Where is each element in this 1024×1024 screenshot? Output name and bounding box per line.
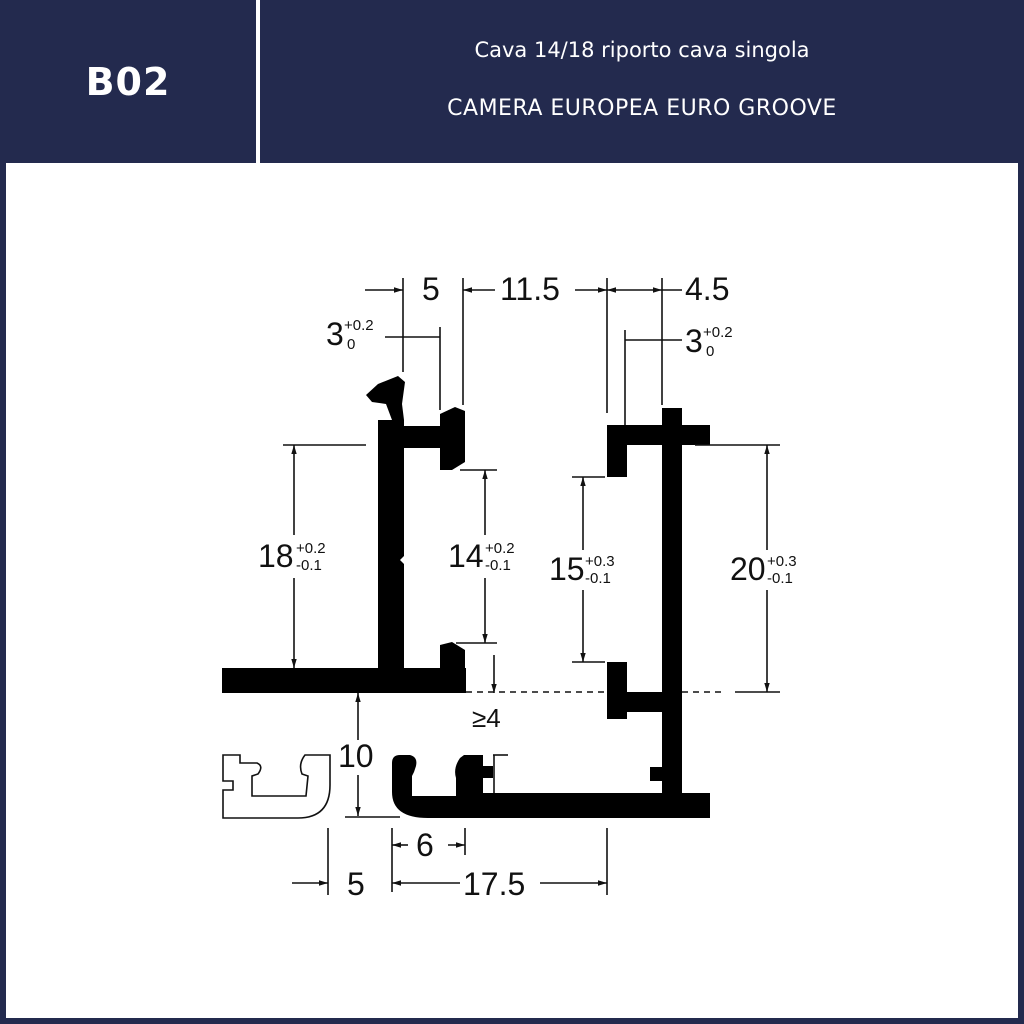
dim-height-14-tol-upper: +0.2 xyxy=(485,540,515,557)
dim-offset-5: 5 xyxy=(347,866,365,902)
dim-min-gap: ≥4 xyxy=(472,703,501,733)
technical-drawing: 5 11.5 4.5 3 +0.2 0 3 +0.2 0 18 +0.2 -0.… xyxy=(222,271,797,902)
dim-groove-right-tol-upper: +0.2 xyxy=(703,324,733,341)
dim-width-17-5: 17.5 xyxy=(463,866,525,902)
dim-right-width: 4.5 xyxy=(685,271,729,307)
dim-height-18-tol-lower: -0.1 xyxy=(296,557,322,574)
outline-profile xyxy=(222,754,331,819)
dim-groove-left-value: 3 xyxy=(326,316,344,352)
title-category: CAMERA EUROPEA EURO GROOVE xyxy=(447,96,837,121)
dim-height-15-value: 15 xyxy=(549,551,585,587)
dim-left-width: 5 xyxy=(422,271,440,307)
dim-height-14-tol-lower: -0.1 xyxy=(485,557,511,574)
dim-height-20-value: 20 xyxy=(730,551,766,587)
dim-height-18-value: 18 xyxy=(258,538,294,574)
dim-height-20-tol-upper: +0.3 xyxy=(767,553,797,570)
dimension-lines xyxy=(283,278,780,895)
dim-groove-right-value: 3 xyxy=(685,323,703,359)
dim-gap: 11.5 xyxy=(500,271,560,307)
title-block: Cava 14/18 riporto cava singola CAMERA E… xyxy=(260,0,1024,163)
header-divider xyxy=(256,0,260,163)
title-description: Cava 14/18 riporto cava singola xyxy=(474,38,810,62)
dim-height-20-tol-lower: -0.1 xyxy=(767,570,793,587)
dim-height-14-value: 14 xyxy=(448,538,484,574)
right-profile xyxy=(480,408,710,818)
dim-groove-right-tol-lower: 0 xyxy=(706,343,714,360)
dim-height-18-tol-upper: +0.2 xyxy=(296,540,326,557)
dim-width-6: 6 xyxy=(416,827,434,863)
dimension-labels: 5 11.5 4.5 3 +0.2 0 3 +0.2 0 18 +0.2 -0.… xyxy=(258,271,797,902)
dim-height-15-tol-upper: +0.3 xyxy=(585,553,615,570)
dim-groove-left-tol-lower: 0 xyxy=(347,336,355,353)
dim-height-15-tol-lower: -0.1 xyxy=(585,570,611,587)
profile-code: B02 xyxy=(85,59,171,104)
left-profile xyxy=(222,376,466,693)
drawing-canvas: 5 11.5 4.5 3 +0.2 0 3 +0.2 0 18 +0.2 -0.… xyxy=(6,163,1018,1018)
lower-groove-profile xyxy=(392,755,495,818)
dim-groove-left-tol-upper: +0.2 xyxy=(344,317,374,334)
dim-offset-10: 10 xyxy=(338,738,374,774)
header-bar: B02 Cava 14/18 riporto cava singola CAME… xyxy=(0,0,1024,163)
